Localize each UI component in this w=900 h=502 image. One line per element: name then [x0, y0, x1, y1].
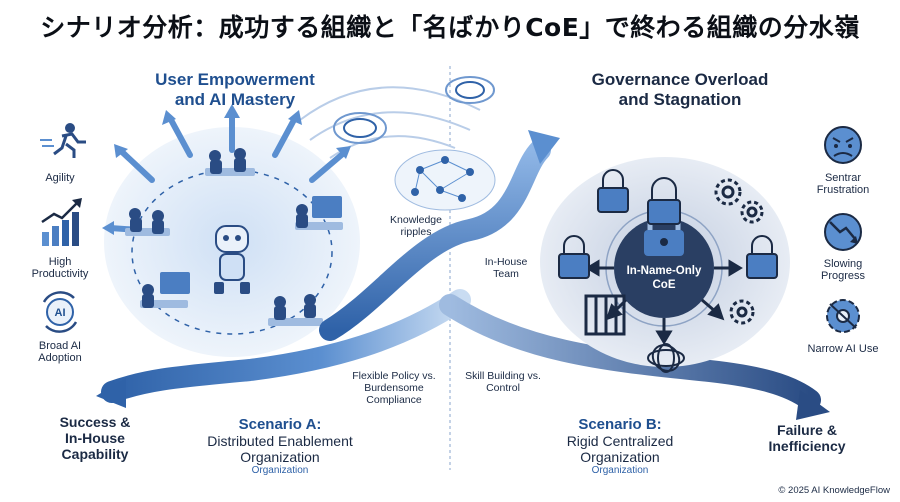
benefit-adoption-label: Broad AI Adoption	[38, 340, 82, 364]
scenario-b-sub: Organization	[591, 465, 649, 476]
workstation-right	[295, 196, 343, 230]
knowledge-ripples-label: Knowledge ripples	[390, 214, 442, 238]
coe-label: In-Name-Only CoE	[626, 265, 702, 291]
copyright: © 2025 AI KnowledgeFlow	[778, 485, 890, 496]
page-title: シナリオ分析：成功する組織と「名ばかりCoE」で終わる組織の分水嶺	[40, 13, 860, 42]
workstation-bottom-left	[140, 272, 190, 308]
broken-gear-icon	[826, 299, 860, 333]
outcome-failure: Failure & Inefficiency	[768, 422, 846, 454]
benefit-agility-label: Agility	[45, 172, 75, 184]
outcome-success: Success & In-House Capability	[59, 414, 131, 462]
ai-cycle-icon: AI	[42, 291, 78, 333]
scenario-a-line1: Distributed Enablement	[207, 433, 353, 449]
benefit-productivity-label: High Productivity	[31, 256, 89, 280]
lock-top-left-icon	[597, 169, 629, 213]
scenario-b-line1: Rigid Centralized	[566, 433, 674, 449]
left-heading: User Empowerment and AI Mastery	[155, 70, 315, 109]
flexible-policy-label: Flexible Policy vs. Burdensome Complianc…	[352, 370, 436, 406]
scenario-b: Scenario B: Rigid Centralized Organizati…	[530, 416, 710, 477]
lock-top-center-icon	[647, 177, 681, 225]
downtrend-icon	[824, 213, 862, 251]
lock-left-icon	[558, 235, 590, 279]
problem-narrow-label: Narrow AI Use	[807, 343, 879, 355]
scenario-b-title: Scenario B:	[578, 416, 662, 433]
in-house-team-label: In-House Team	[484, 256, 528, 280]
lock-right-icon	[746, 235, 778, 279]
cage-bars-icon	[584, 294, 626, 336]
right-heading: Governance Overload and Stagnation	[591, 70, 769, 109]
river-success	[101, 289, 471, 403]
growth-chart-icon	[41, 198, 82, 246]
scenario-a-title: Scenario A:	[238, 416, 322, 433]
network-nodes-icon	[394, 149, 496, 211]
workstation-top	[205, 148, 255, 176]
running-person-icon	[40, 123, 86, 158]
svg-text:AI: AI	[55, 307, 66, 319]
ripple-arcs	[299, 76, 495, 159]
problem-slowing-label: Slowing Progress	[820, 258, 866, 282]
scenario-a-line2: Organization	[240, 449, 320, 465]
lock-icons	[558, 169, 778, 279]
scenario-a: Scenario A: Distributed Enablement Organ…	[180, 416, 380, 477]
scenario-b-line2: Organization	[580, 449, 660, 465]
team-workstations	[125, 148, 343, 326]
ai-robot-icon	[214, 225, 250, 294]
gear-icons	[714, 178, 764, 325]
problem-frustration-label: Sentrar Frustration	[816, 172, 870, 196]
skill-building-label: Skill Building vs. Control	[465, 370, 541, 394]
rising-arrow	[319, 139, 551, 341]
workstation-bottom-right	[268, 294, 323, 326]
tangled-knot-icon	[647, 343, 685, 373]
scenario-a-sub: Organization	[251, 465, 309, 476]
frustrated-face-icon	[824, 126, 862, 164]
workstation-left	[125, 208, 170, 236]
